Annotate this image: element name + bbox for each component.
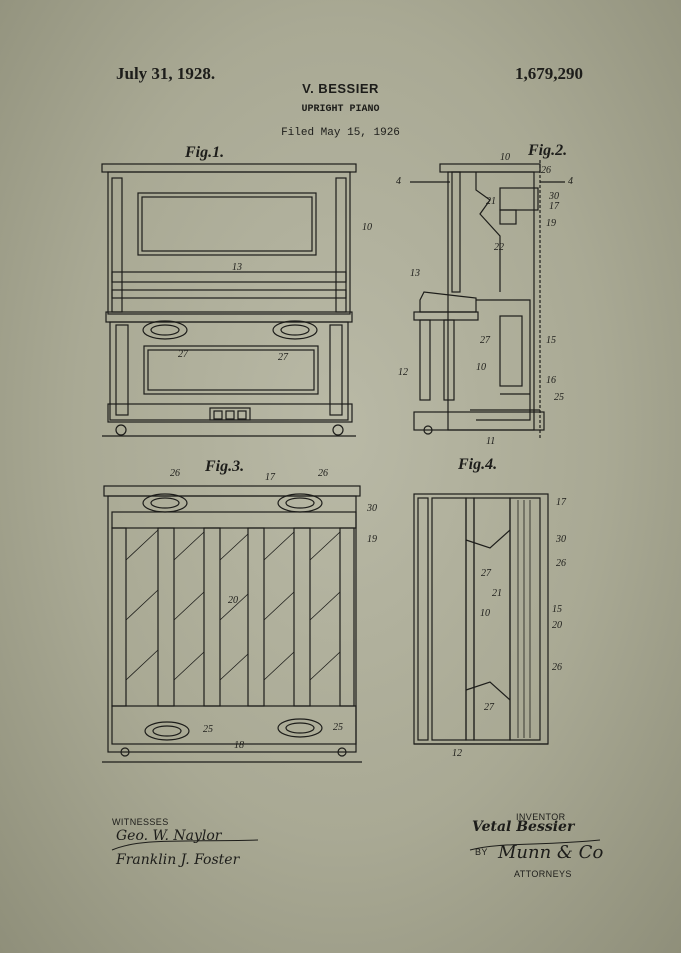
attorney-signature: Munn & Co <box>498 842 604 863</box>
ref-number: 26 <box>318 468 328 479</box>
ref-number: 25 <box>203 724 213 735</box>
ref-number: 20 <box>228 595 238 606</box>
fig-4-label: Fig.4. <box>458 456 498 473</box>
figure-1-drawing <box>101 163 357 437</box>
ref-number: 15 <box>546 335 556 346</box>
ref-number: 12 <box>452 748 462 759</box>
ref-number: 19 <box>546 218 556 229</box>
ref-number: 25 <box>554 392 564 403</box>
ref-number: 27 <box>484 702 494 713</box>
ref-number: 21 <box>486 196 496 207</box>
ref-number: 15 <box>552 604 562 615</box>
fig-1-label: Fig.1. <box>185 144 225 161</box>
fig-2-label: Fig.2. <box>528 142 568 159</box>
ref-number: 21 <box>492 588 502 599</box>
ref-number: 27 <box>480 335 490 346</box>
ref-number: 19 <box>367 534 377 545</box>
ref-number: 18 <box>234 740 244 751</box>
ref-number: 13 <box>232 262 242 273</box>
ref-number: 10 <box>362 222 372 233</box>
ref-number: 13 <box>410 268 420 279</box>
attorneys-label: ATTORNEYS <box>514 869 572 879</box>
inventor-name: V. BESSIER <box>302 81 379 96</box>
figure-2-drawing <box>410 160 565 440</box>
ref-number: 25 <box>333 722 343 733</box>
inventor-signature: Vetal Bessier <box>472 819 575 835</box>
by-label: BY <box>475 847 488 857</box>
figure-4-drawing <box>413 493 549 745</box>
ref-number: 17 <box>556 497 566 508</box>
witness-1-signature: Geo. W. Naylor <box>116 828 222 844</box>
ref-number: 26 <box>170 468 180 479</box>
ref-number: 10 <box>480 608 490 619</box>
patent-title: UPRIGHT PIANO <box>301 104 380 115</box>
ref-number: 4 <box>568 176 573 187</box>
patent-number: 1,679,290 <box>515 64 583 83</box>
ref-number: 27 <box>481 568 491 579</box>
ref-number: 11 <box>486 436 496 447</box>
ref-number: 16 <box>546 375 556 386</box>
ref-number: 30 <box>549 191 559 202</box>
fig-3-label: Fig.3. <box>205 458 245 475</box>
signature-flourishes <box>111 839 601 851</box>
ref-number: 4 <box>396 176 401 187</box>
ref-number: 27 <box>178 349 188 360</box>
patent-date: July 31, 1928. <box>116 64 216 83</box>
ref-number: 20 <box>552 620 562 631</box>
ref-number: 26 <box>552 662 562 673</box>
ref-number: 30 <box>556 534 566 545</box>
ref-number: 17 <box>549 201 559 212</box>
witness-2-signature: Franklin J. Foster <box>116 852 240 868</box>
ref-number: 30 <box>367 503 377 514</box>
ref-number: 22 <box>494 242 504 253</box>
ref-number: 17 <box>265 472 275 483</box>
filed-date: Filed May 15, 1926 <box>281 127 400 139</box>
figure-3-drawing <box>102 485 362 763</box>
ref-number: 27 <box>278 352 288 363</box>
ref-number: 26 <box>556 558 566 569</box>
ref-number: 26 <box>541 165 551 176</box>
inventor-label: INVENTOR <box>516 812 566 822</box>
witnesses-label: WITNESSES <box>112 817 169 827</box>
ref-number: 10 <box>500 152 510 163</box>
ref-number: 10 <box>476 362 486 373</box>
ref-number: 12 <box>398 367 408 378</box>
